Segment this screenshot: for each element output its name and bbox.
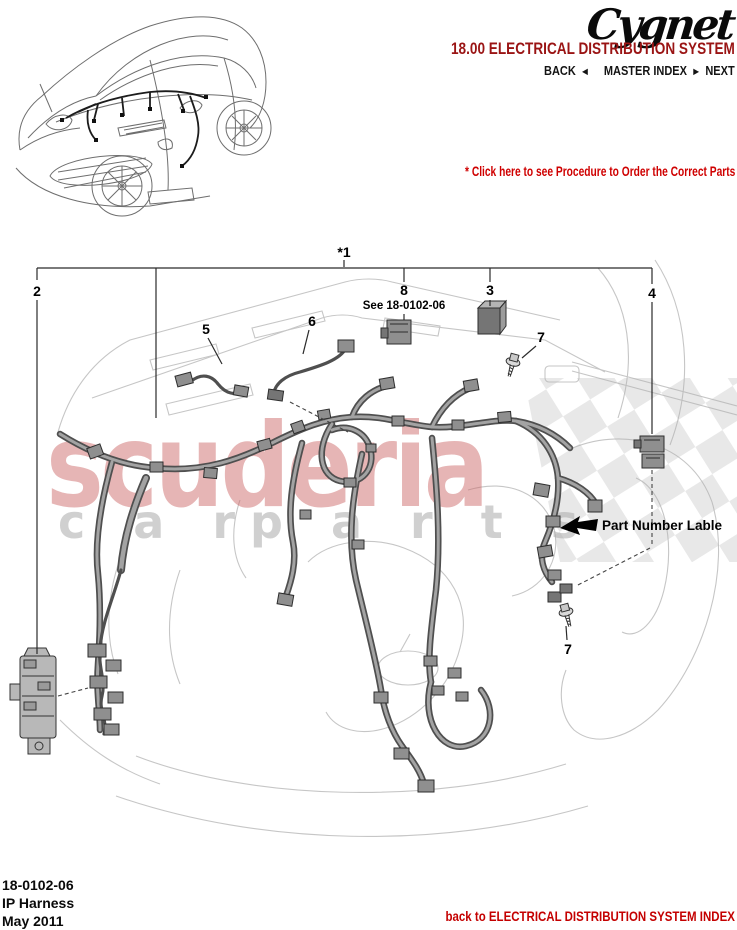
fuse-box xyxy=(9,647,57,755)
jumper-wire-6 xyxy=(272,346,348,394)
car-harness-highlight xyxy=(60,90,208,168)
watermark-parts: p a r t s xyxy=(250,495,594,549)
page-title: 18.00 ELECTRICAL DISTRIBUTION SYSTEM xyxy=(451,39,735,58)
callout-8-label: 8 xyxy=(400,282,408,298)
callout-7-label: 7 xyxy=(564,641,572,657)
screw-icon xyxy=(558,602,574,627)
callout-4-label: 4 xyxy=(648,285,656,301)
callout-2-label: 2 xyxy=(33,283,41,299)
doc-info: 18-0102-06 IP Harness May 2011 xyxy=(2,876,74,930)
back-to-index-link[interactable]: back to ELECTRICAL DISTRIBUTION SYSTEM I… xyxy=(445,908,735,924)
master-index-link[interactable]: MASTER INDEX xyxy=(604,64,688,78)
callout-4-dashed-leader xyxy=(575,470,653,587)
catalog-nav: BACK◄ MASTER INDEX►NEXT xyxy=(544,64,735,78)
back-link[interactable]: BACK xyxy=(544,64,577,78)
doc-number: 18-0102-06 xyxy=(2,877,74,893)
connector-8 xyxy=(380,319,412,345)
connector-boxes xyxy=(86,299,665,793)
car-outline xyxy=(15,16,272,217)
callout-7-label: 7 xyxy=(537,329,545,345)
callout-1-label: *1 xyxy=(337,244,350,260)
doc-date: May 2011 xyxy=(2,913,64,929)
relay-3 xyxy=(476,299,508,336)
see-reference-label: See 18-0102-06 xyxy=(363,300,445,312)
screw-icon xyxy=(505,352,521,377)
watermark-car: c a r xyxy=(58,495,251,549)
harness-drawing xyxy=(9,299,665,793)
next-arrow-icon: ► xyxy=(691,66,702,78)
callout-3-label: 3 xyxy=(486,282,494,298)
watermark-checker-flag xyxy=(524,378,737,562)
callout-6-label: 6 xyxy=(308,313,316,329)
part-number-arrow-icon xyxy=(560,516,598,535)
connector-4 xyxy=(633,435,665,469)
back-arrow-icon: ◄ xyxy=(580,66,591,78)
harness-diagram: scuderia c a r p a r t s xyxy=(9,244,737,837)
car-thumbnail xyxy=(15,16,272,217)
callout-5-label: 5 xyxy=(202,321,210,337)
order-procedure-link[interactable]: * Click here to see Procedure to Order t… xyxy=(464,163,735,179)
part-number-label: Part Number Lable xyxy=(602,518,723,533)
callout-bracket xyxy=(36,260,653,654)
next-link[interactable]: NEXT xyxy=(705,64,735,78)
part-name: IP Harness xyxy=(2,895,75,911)
